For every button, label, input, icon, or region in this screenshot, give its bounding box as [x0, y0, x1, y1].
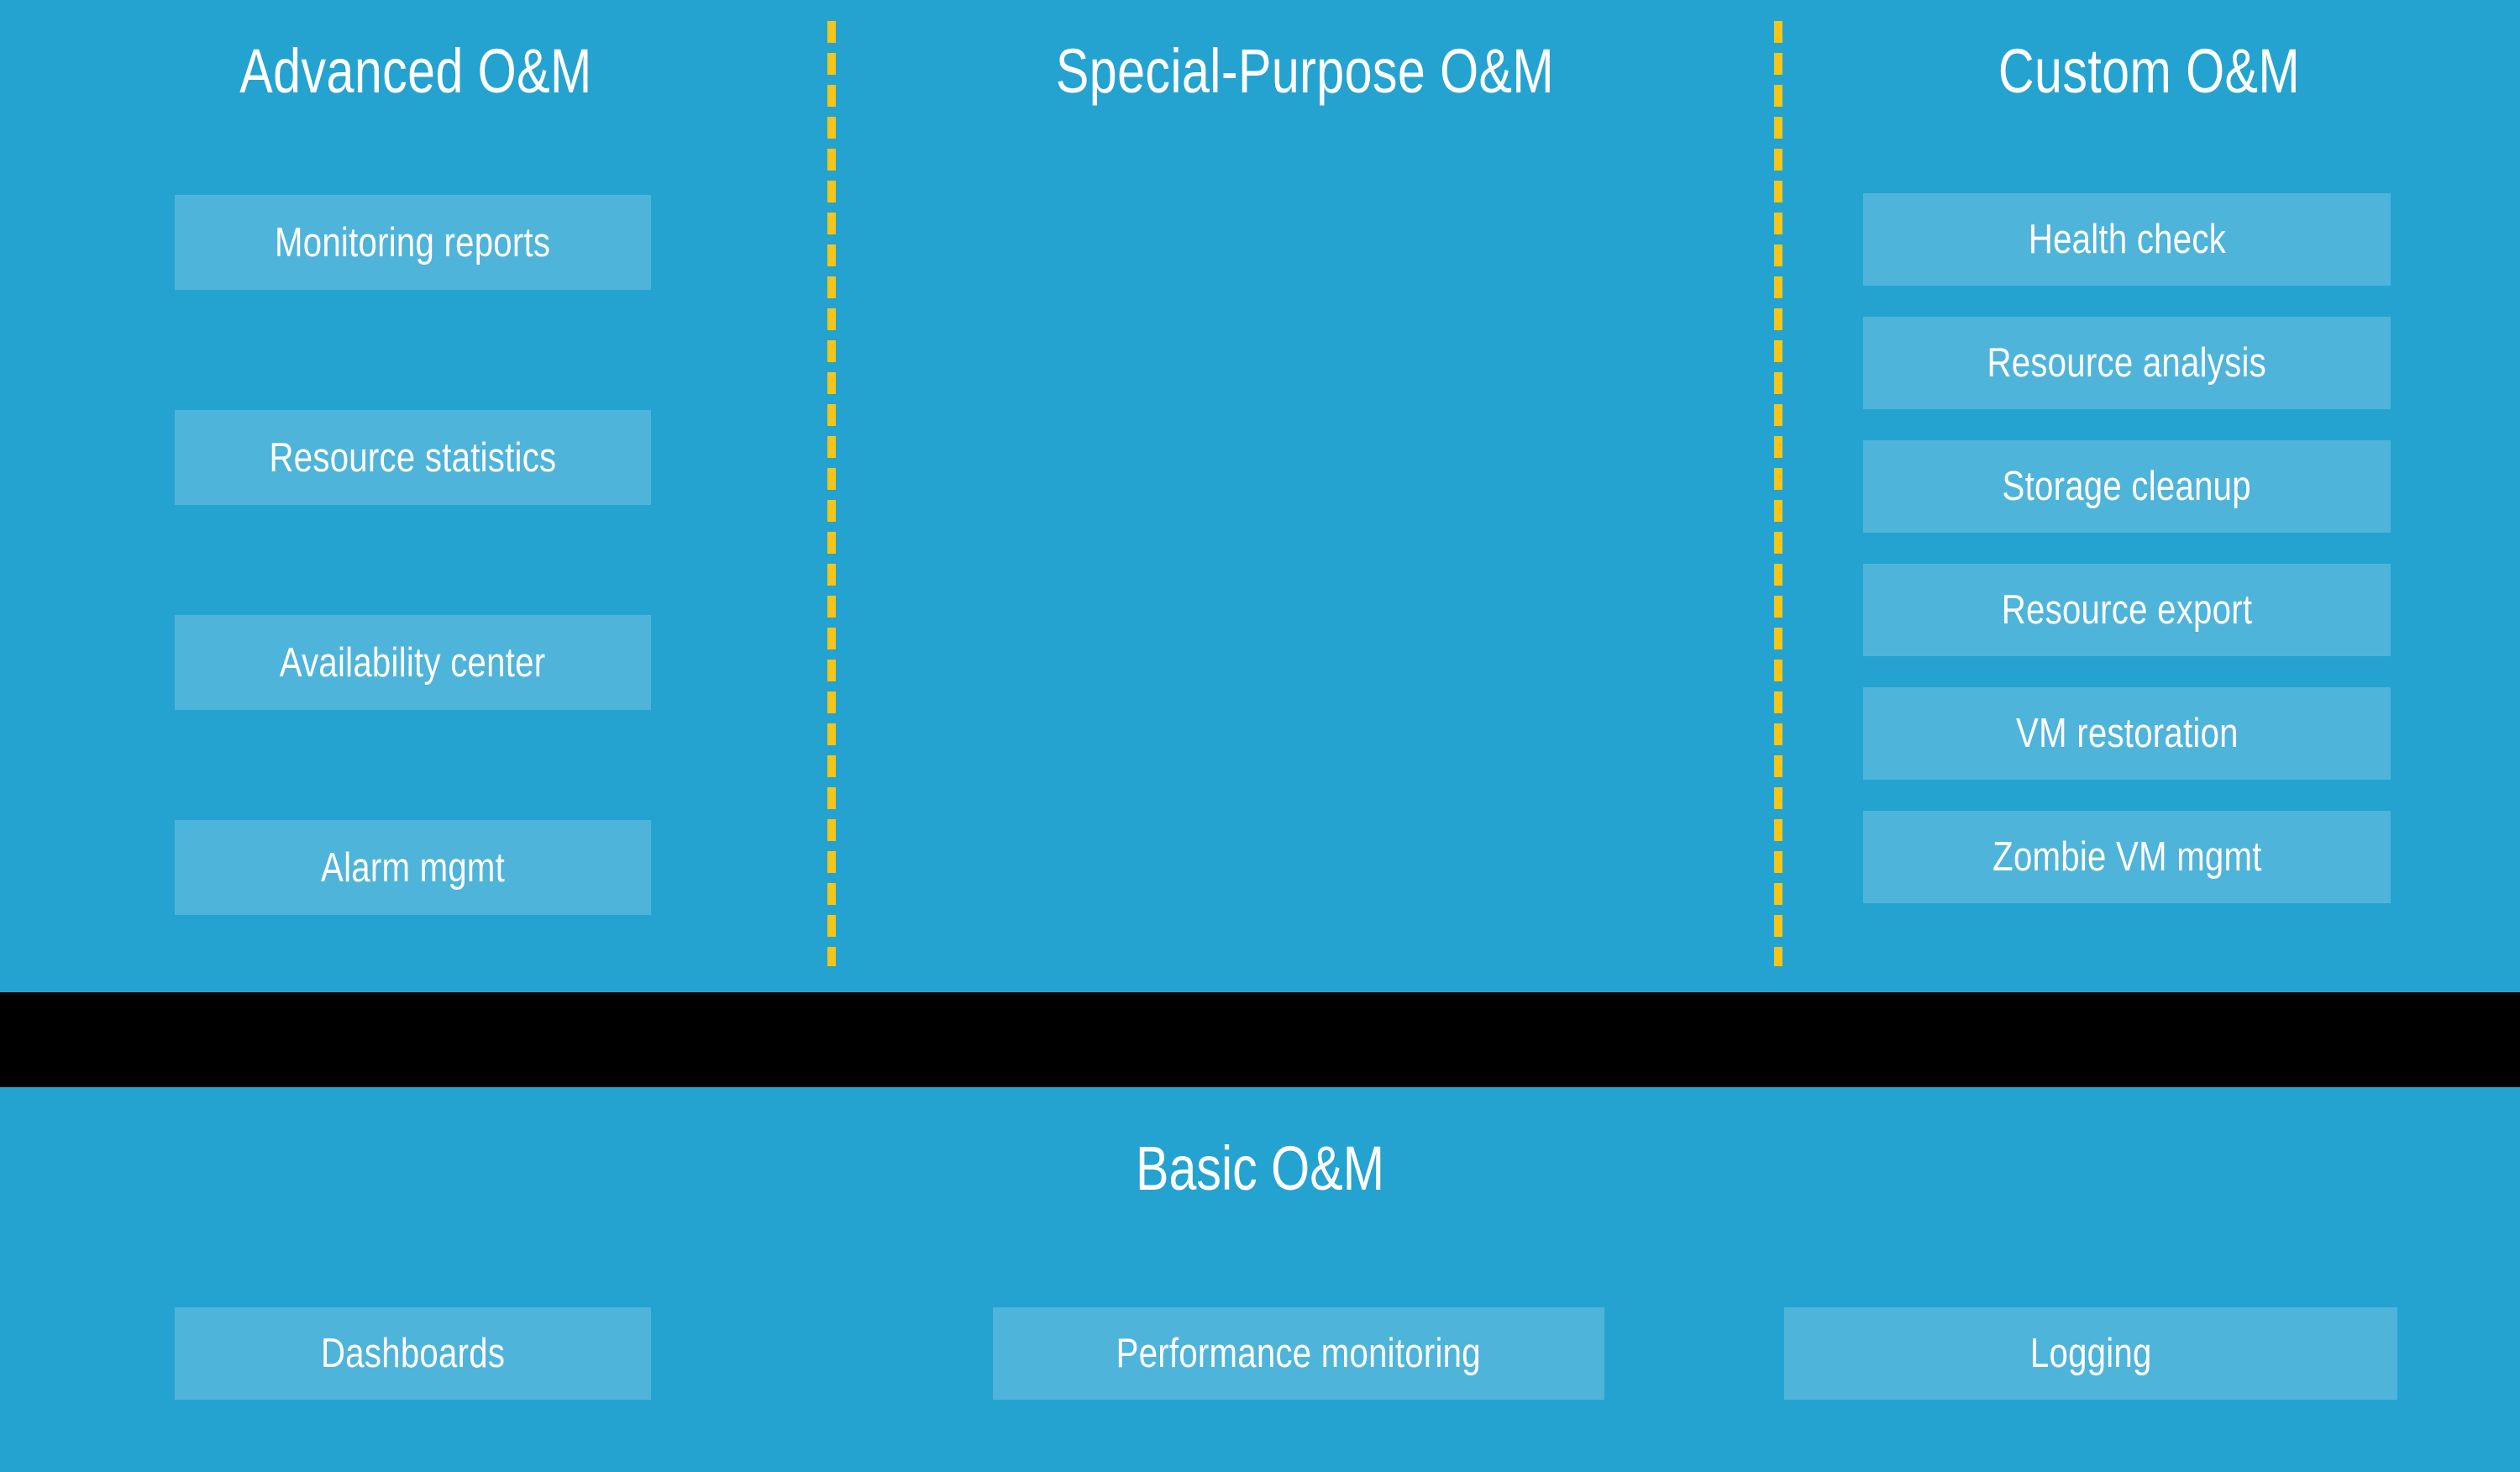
capability-box-monitoring-reports[interactable]: Monitoring reports: [175, 195, 651, 290]
capability-label: VM restoration: [2015, 711, 2239, 756]
capability-label: Monitoring reports: [275, 219, 551, 265]
column-divider-dashed-right: [1774, 21, 1782, 966]
capability-label: Performance monitoring: [1116, 1331, 1482, 1376]
capability-box-vm-restoration[interactable]: VM restoration: [1863, 687, 2391, 780]
capability-label: Dashboards: [320, 1331, 506, 1376]
capability-label: Zombie VM mgmt: [1992, 834, 2262, 880]
base-layer-title: Basic O&M: [1135, 1133, 1385, 1203]
capability-box-performance-monitoring[interactable]: Performance monitoring: [993, 1307, 1604, 1400]
capability-box-dashboards[interactable]: Dashboards: [175, 1307, 651, 1400]
upper-layer-region: Advanced O&M Monitoring reports Resource…: [0, 0, 2520, 992]
column-title-advanced-om: Advanced O&M: [239, 36, 592, 106]
capability-label: Resource analysis: [1987, 340, 2267, 386]
capability-label: Alarm mgmt: [320, 844, 505, 891]
column-divider-dashed-left: [827, 21, 836, 966]
capability-label: Resource statistics: [269, 434, 557, 481]
capability-label: Availability center: [280, 639, 546, 686]
column-advanced-om: Advanced O&M Monitoring reports Resource…: [0, 0, 832, 992]
capability-box-resource-statistics[interactable]: Resource statistics: [175, 410, 651, 505]
column-title-special-purpose-om: Special-Purpose O&M: [1055, 36, 1555, 106]
base-layer-region: Basic O&M Dashboards Performance monitor…: [0, 1087, 2520, 1472]
capability-box-availability-center[interactable]: Availability center: [175, 615, 651, 710]
column-custom-om: Custom O&M Operator mgmt VM view My dash…: [1778, 0, 2520, 992]
capability-label: Resource export: [2001, 587, 2253, 633]
capability-label: Logging: [2029, 1331, 2152, 1376]
column-special-purpose-om: Special-Purpose O&M Health check Resourc…: [832, 0, 2391, 992]
capability-label: Storage cleanup: [2002, 464, 2252, 509]
capability-box-zombie-vm-mgmt[interactable]: Zombie VM mgmt: [1863, 811, 2391, 903]
capability-box-resource-analysis[interactable]: Resource analysis: [1863, 317, 2391, 409]
capability-box-alarm-mgmt[interactable]: Alarm mgmt: [175, 820, 651, 915]
capability-box-resource-export[interactable]: Resource export: [1863, 564, 2391, 656]
capability-box-logging[interactable]: Logging: [1784, 1307, 2397, 1400]
capability-box-health-check[interactable]: Health check: [1863, 193, 2391, 286]
layer-separator-bar: [0, 992, 2520, 1087]
capability-box-storage-cleanup[interactable]: Storage cleanup: [1863, 440, 2391, 533]
capability-label: Health check: [2028, 217, 2226, 262]
column-title-custom-om: Custom O&M: [1998, 36, 2301, 106]
